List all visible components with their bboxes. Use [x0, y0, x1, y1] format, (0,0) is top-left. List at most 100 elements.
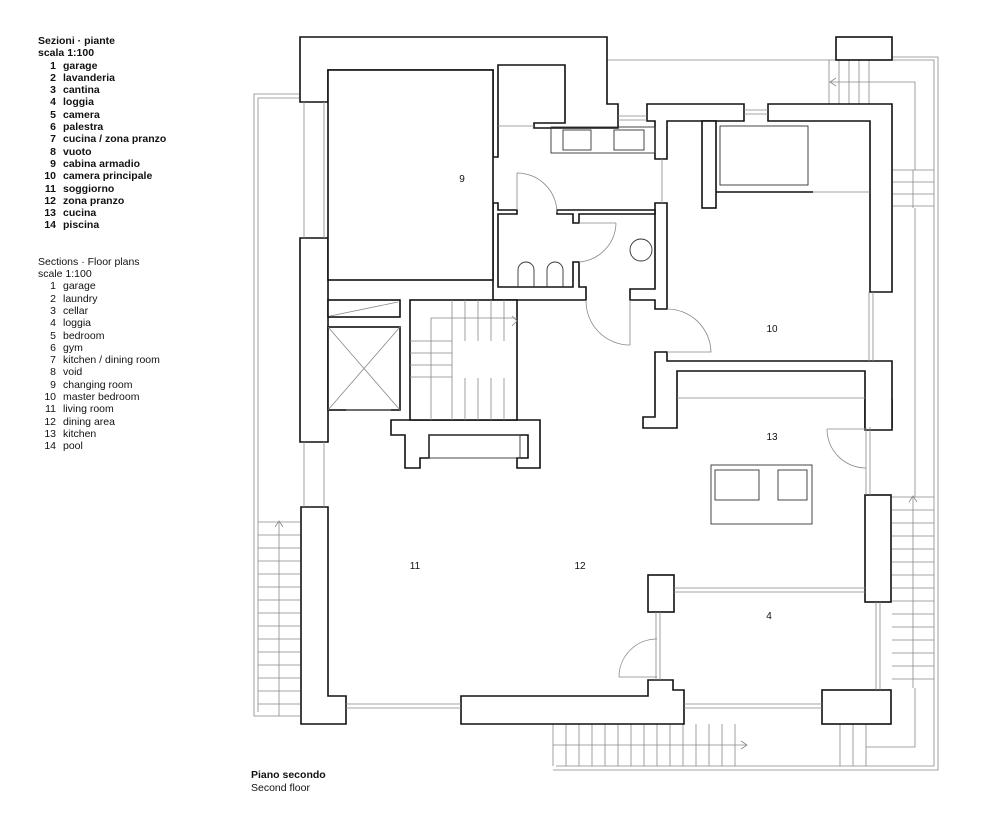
wall-stair-south [390, 419, 541, 469]
door-shower [578, 222, 617, 263]
legend-item-number: 3 [50, 84, 56, 97]
arrow-left-icon [829, 77, 837, 87]
legend-item-label: cabina armadio [63, 157, 141, 170]
legend-item-label: vuoto [63, 145, 92, 158]
cooktop [714, 469, 760, 501]
wall-south-centre [460, 679, 685, 725]
legend-item-label: kitchen [63, 427, 97, 440]
caption-english: Second floor [251, 781, 310, 794]
arrow-up-icon [274, 520, 284, 528]
caption-italian: Piano secondo [251, 769, 326, 781]
legend-item-number: 9 [50, 157, 56, 170]
stair-enclosure [409, 299, 518, 421]
exterior-stairs [258, 60, 934, 766]
door-bath [516, 172, 558, 214]
legend-item: 5 camera [38, 109, 166, 121]
doors [516, 172, 867, 678]
windows [303, 102, 881, 709]
legend-item-number: 4 [50, 96, 56, 109]
wardrobe-9 [327, 69, 494, 281]
arrow-right-icon [740, 740, 748, 750]
legend-item-label: cantina [63, 84, 100, 97]
legend-item: 5 bedroom [38, 330, 166, 342]
fixtures [327, 69, 870, 525]
room-label-10: 10 [766, 324, 778, 335]
wall-north-centre [646, 103, 745, 160]
legend-item-label: camera principale [63, 170, 153, 183]
kitchen-sink [777, 469, 808, 501]
legend-item-number: 2 [50, 292, 56, 305]
legend-item-number: 8 [50, 145, 56, 158]
legend-item-label: loggia [63, 96, 94, 109]
legend-item-label: cucina [63, 207, 97, 220]
legend-item-label: pool [63, 440, 83, 453]
walls [299, 36, 893, 725]
legend-item-label: bedroom [63, 329, 105, 342]
legend-item-number: 10 [44, 170, 56, 183]
legend-item-number: 6 [50, 341, 56, 354]
legend-item: 14 piscina [38, 219, 166, 231]
legend-item-number: 6 [50, 121, 56, 134]
legend-item-number: 11 [45, 403, 56, 416]
legend-item-label: zona pranzo [63, 194, 125, 207]
legend-item-number: 14 [44, 219, 56, 232]
wardrobe-room-9 [701, 120, 717, 209]
room-label-11: 11 [410, 561, 421, 572]
legend-item-label: kitchen / dining room [63, 354, 160, 367]
legend-scale-it: scala 1:100 [38, 47, 95, 60]
legend-item: 8 vuoto [38, 146, 166, 158]
kitchen-island [710, 464, 813, 525]
shower-drain [629, 238, 653, 262]
legend-item-number: 7 [50, 354, 56, 367]
legend-item-label: soggiorno [63, 182, 115, 195]
room-label-13: 13 [766, 432, 778, 443]
sink-2 [613, 129, 645, 151]
legend-item-number: 5 [50, 108, 56, 121]
legend-item-label: dining area [63, 415, 115, 428]
legend-item-label: garage [63, 280, 96, 293]
legend-item-number: 5 [50, 329, 56, 342]
arrow-right-icon [511, 315, 518, 327]
stair-handrail [430, 317, 517, 420]
room-label-4: 4 [766, 611, 772, 622]
bidet [546, 261, 564, 287]
room-label-9: 9 [459, 174, 465, 185]
legend-item-number: 7 [50, 133, 56, 146]
plan-caption: Piano secondo Second floor [251, 769, 326, 794]
legend-item-number: 13 [44, 207, 56, 220]
wall-south-east-pier [821, 689, 892, 725]
legend-item: 6 gym [38, 342, 166, 354]
legend-item-number: 10 [44, 391, 56, 404]
door-hall [585, 299, 631, 346]
legend-item-number: 2 [50, 71, 56, 84]
wall-bath-east [629, 202, 668, 310]
legend-item-label: loggia [63, 317, 92, 330]
legend-item-label: laundry [63, 292, 98, 305]
legend-item-label: camera [63, 108, 100, 121]
arrow-up-icon [908, 495, 918, 503]
legend-title-it: Sezioni · piante [38, 35, 116, 47]
terrace-outline [253, 56, 939, 771]
legend-item: 4 loggia [38, 96, 166, 108]
legend-item: 3 cantina [38, 84, 166, 96]
legend-item-label: piscina [63, 219, 100, 232]
legend-item-label: void [63, 366, 83, 379]
wall-north-pier [835, 36, 893, 61]
legend-item-label: gym [63, 341, 83, 354]
wall-west-upper [299, 237, 329, 443]
legend-item-number: 3 [50, 304, 56, 317]
